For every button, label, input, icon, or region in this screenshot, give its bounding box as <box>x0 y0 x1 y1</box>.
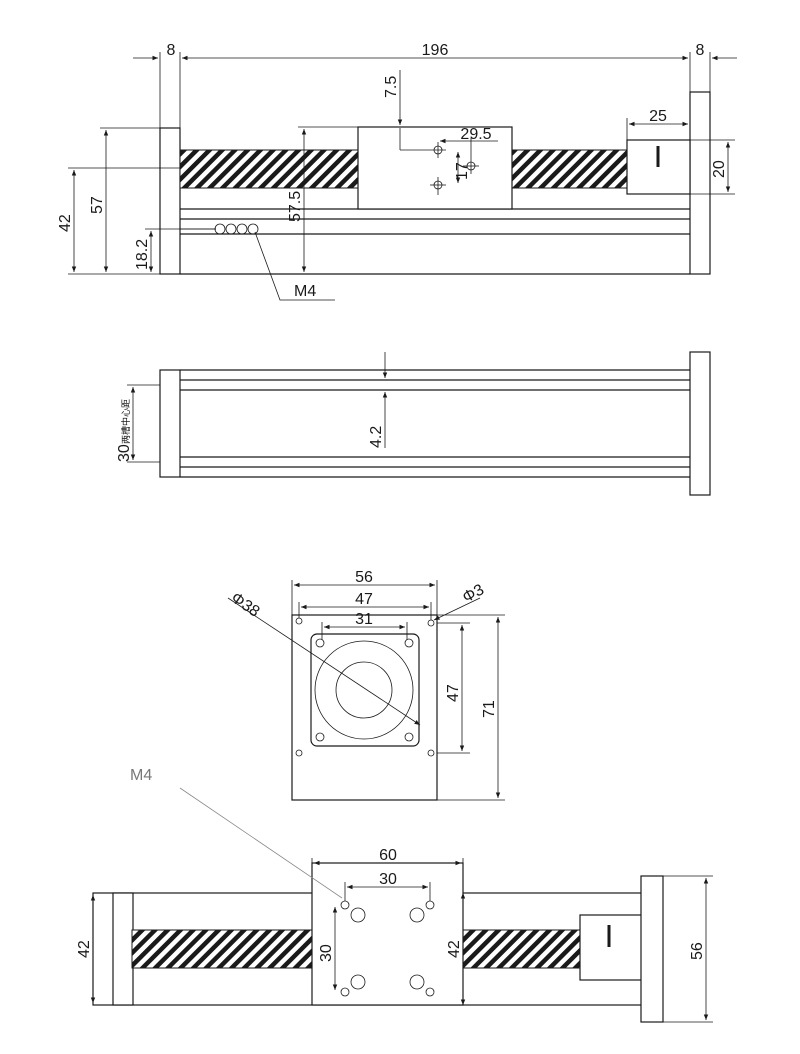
dim-phi3-label: Φ3 <box>460 581 487 606</box>
dim-42-slider-label: 42 <box>446 940 463 958</box>
dim-71-label: 71 <box>481 700 498 718</box>
dim-20-label: 20 <box>711 160 728 178</box>
dim-7-5-label: 7.5 <box>383 76 400 98</box>
motor-face <box>310 633 420 747</box>
dim-57-5-label: 57.5 <box>287 191 304 222</box>
bottom-motor-mount <box>579 914 644 981</box>
bottom-right-plate <box>640 875 664 1023</box>
top-view: M4 196 8 8 7.5 29.5 17 25 20 <box>57 42 737 301</box>
dim-47-v-label: 47 <box>445 684 462 702</box>
bottom-screw-right <box>462 929 584 969</box>
lead-screw-right <box>511 149 628 189</box>
dim-196-label: 196 <box>422 42 449 59</box>
side-view: 4.2 30 两槽中心距 <box>116 351 711 496</box>
dim-phi38-label: Φ38 <box>228 589 263 621</box>
dim-42-label: 42 <box>57 214 74 232</box>
dim-60-label: 60 <box>379 847 397 864</box>
lead-screw-left <box>179 149 359 189</box>
m4-holes-top <box>214 223 259 235</box>
m4-leader-bottom <box>179 787 343 899</box>
pilot-circle-inner <box>335 661 393 719</box>
dim-30-label: 30 <box>116 444 133 462</box>
pilot-circle-outer <box>314 640 414 740</box>
dim-31-label: 31 <box>355 611 373 628</box>
dim-17-label: 17 <box>454 162 471 180</box>
side-left-plate <box>159 369 181 478</box>
dim-8-left-label: 8 <box>167 42 176 59</box>
side-right-plate <box>689 351 711 496</box>
dim-8-right-label: 8 <box>696 42 705 59</box>
dim-47-h-label: 47 <box>355 591 373 608</box>
bottom-slider-holes <box>340 900 435 997</box>
dim-56-label: 56 <box>355 569 373 586</box>
dim-25-label: 25 <box>649 108 667 125</box>
m4-callout-top: M4 <box>294 283 316 300</box>
left-end-plate <box>159 127 181 275</box>
bottom-view: M4 60 30 30 42 42 56 <box>76 767 713 1023</box>
bottom-screw-left <box>131 929 313 969</box>
m4-callout-bottom: M4 <box>130 767 152 784</box>
dim-30-h-label: 30 <box>379 871 397 888</box>
dim-30-v-label: 30 <box>318 944 335 962</box>
dim-29-5-label: 29.5 <box>460 126 491 143</box>
bottom-left-plate <box>112 892 134 1006</box>
dim-30-note: 两槽中心距 <box>120 399 131 444</box>
motor-flange-view: 56 47 31 Φ3 Φ38 47 71 <box>228 569 505 801</box>
dim-42-body-label: 42 <box>76 940 93 958</box>
m4-leader-top <box>254 231 335 301</box>
dim-56-motor-label: 56 <box>689 942 706 960</box>
dim-4-2-label: 4.2 <box>368 426 385 448</box>
dim-18-2-label: 18.2 <box>134 239 151 270</box>
right-end-plate <box>689 91 711 275</box>
dim-57-label: 57 <box>89 196 106 214</box>
